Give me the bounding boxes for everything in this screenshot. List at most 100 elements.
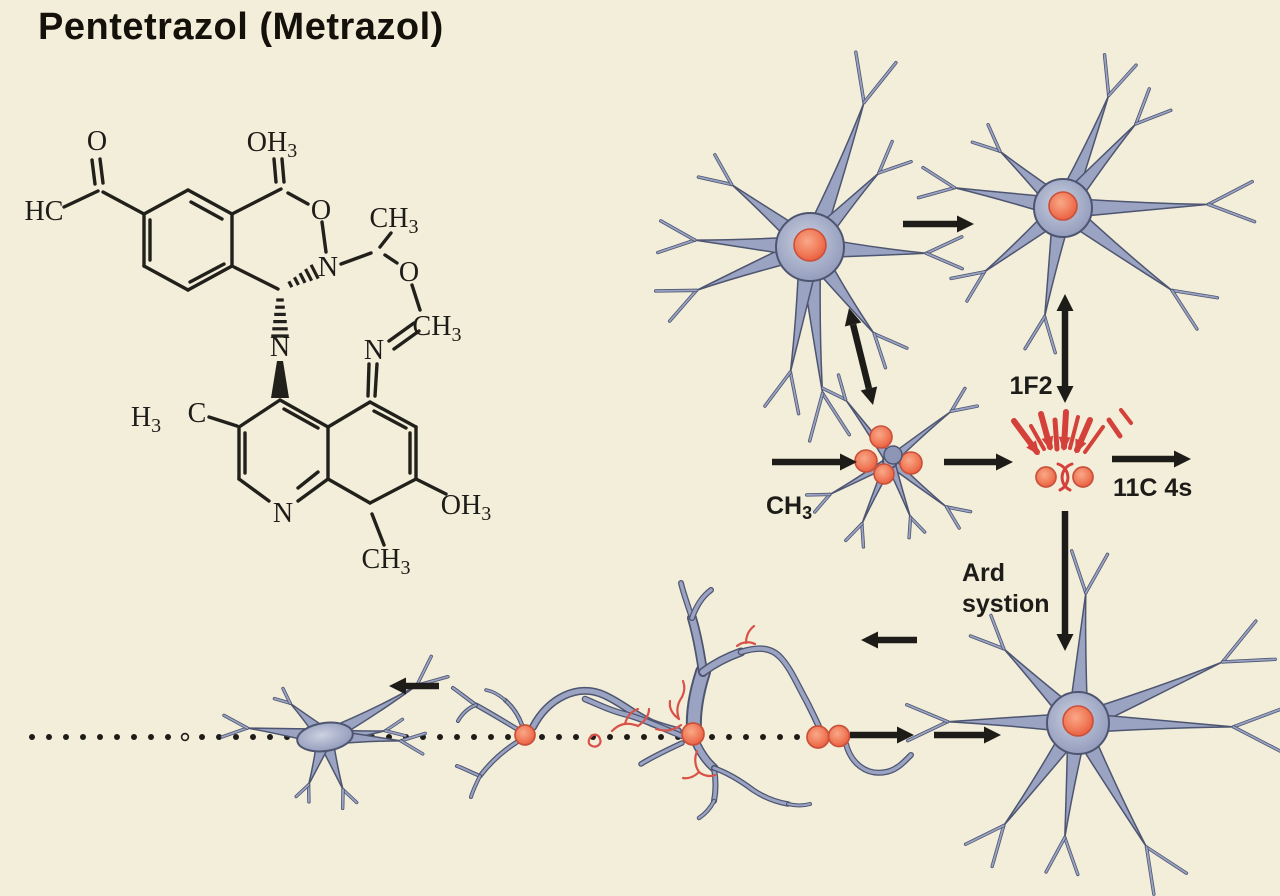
atom-label: N (270, 332, 290, 363)
chain-process (456, 703, 478, 723)
cell-body (883, 445, 903, 465)
dendrite-fork (1232, 708, 1280, 728)
axon-sprout (587, 733, 602, 748)
dendrite-fork (1221, 620, 1257, 663)
chain-process (456, 765, 481, 777)
burst-ray (1029, 424, 1046, 451)
atom-main: CH (362, 544, 401, 575)
arrow-head (957, 215, 974, 233)
dendrite-fork (950, 387, 966, 413)
dendrite-fork (987, 123, 1001, 153)
burst-soma (1035, 466, 1057, 488)
dendrite-fork (1103, 53, 1110, 97)
dot (726, 734, 732, 740)
dendrite-fork (873, 332, 908, 350)
wedge-bond (271, 361, 289, 398)
bond (373, 362, 379, 398)
atom-label: O (399, 257, 419, 288)
atom-label: CH3 (370, 203, 419, 238)
bond (272, 157, 278, 184)
chain-process (843, 741, 914, 776)
dendrite-fork (908, 516, 912, 539)
annotation-text: systion (962, 590, 1050, 618)
bond (142, 264, 190, 292)
dendrite-fork (863, 61, 897, 104)
dot (556, 734, 562, 740)
dot (233, 734, 239, 740)
chain-process (485, 689, 506, 701)
bond (414, 477, 448, 496)
bond (296, 470, 320, 490)
atom-label: HC (25, 196, 64, 227)
atom-main: O (399, 257, 419, 288)
annotation-text: Ard (962, 559, 1005, 587)
bond (326, 477, 372, 505)
atom-main: OH (441, 490, 481, 521)
neuron-bottom-right (905, 549, 1280, 896)
dendrite-fork (950, 405, 979, 413)
dot (454, 734, 460, 740)
vesicle (854, 449, 878, 473)
bond (378, 231, 393, 249)
dendrite-fork (1207, 203, 1256, 223)
dendrite-fork (1024, 315, 1046, 350)
bond (237, 398, 282, 429)
bond (189, 200, 224, 221)
arrow-head (861, 631, 878, 649)
atom-label: CH3 (362, 544, 411, 579)
neurons (220, 50, 1280, 896)
atom-label: O (87, 126, 107, 157)
bond (62, 189, 100, 209)
bond (326, 400, 372, 429)
bond (280, 157, 286, 184)
glia-bottom-left (220, 654, 450, 811)
bond (383, 253, 399, 265)
dendrite-fork (808, 392, 824, 442)
dendrite-fork (813, 493, 831, 513)
atom-main: N (270, 332, 290, 363)
dot (437, 734, 443, 740)
chain-process (844, 742, 913, 775)
axon-sprout (654, 723, 683, 732)
dendrite-fork (821, 392, 851, 436)
burst-ray (1083, 425, 1105, 454)
burst-ray (1119, 408, 1133, 425)
axon-sprout (681, 770, 701, 780)
atom-subscript: 3 (287, 140, 297, 162)
dendrite-fork (878, 140, 894, 174)
arrow-head (1056, 294, 1074, 311)
atom-main: CH (413, 311, 452, 342)
dendrite-fork (821, 387, 847, 401)
chain-soma (681, 722, 705, 746)
dendrite-fork (945, 506, 961, 529)
axon-sprout (676, 695, 684, 721)
burst-ray-head (1058, 436, 1071, 451)
dot (794, 734, 800, 740)
arrow-head (844, 308, 862, 327)
dendrite-fork (656, 239, 696, 254)
bond (370, 512, 386, 547)
dendrite-fork (223, 714, 249, 729)
dendrite-fork (1084, 553, 1109, 594)
bond (188, 262, 226, 284)
bond (142, 188, 190, 216)
dot (29, 734, 35, 740)
burst-soma (1072, 466, 1094, 488)
vesicle (869, 425, 893, 449)
axon-sprout (697, 770, 717, 778)
burst-ray-head (1026, 440, 1040, 456)
dendrite-fork (654, 289, 698, 292)
chain-process (700, 649, 744, 675)
bond (90, 158, 97, 186)
atom-label: H3 (131, 402, 161, 437)
atom-main: N (273, 498, 293, 529)
annotation-label: 11C 4s (1113, 474, 1192, 502)
bond (320, 220, 328, 254)
atom-subscript: 3 (451, 324, 461, 346)
hash-bond (292, 276, 300, 286)
chain-process (452, 687, 477, 706)
chain-process (503, 698, 524, 727)
dot (148, 734, 154, 740)
dendrite-fork (860, 522, 865, 548)
